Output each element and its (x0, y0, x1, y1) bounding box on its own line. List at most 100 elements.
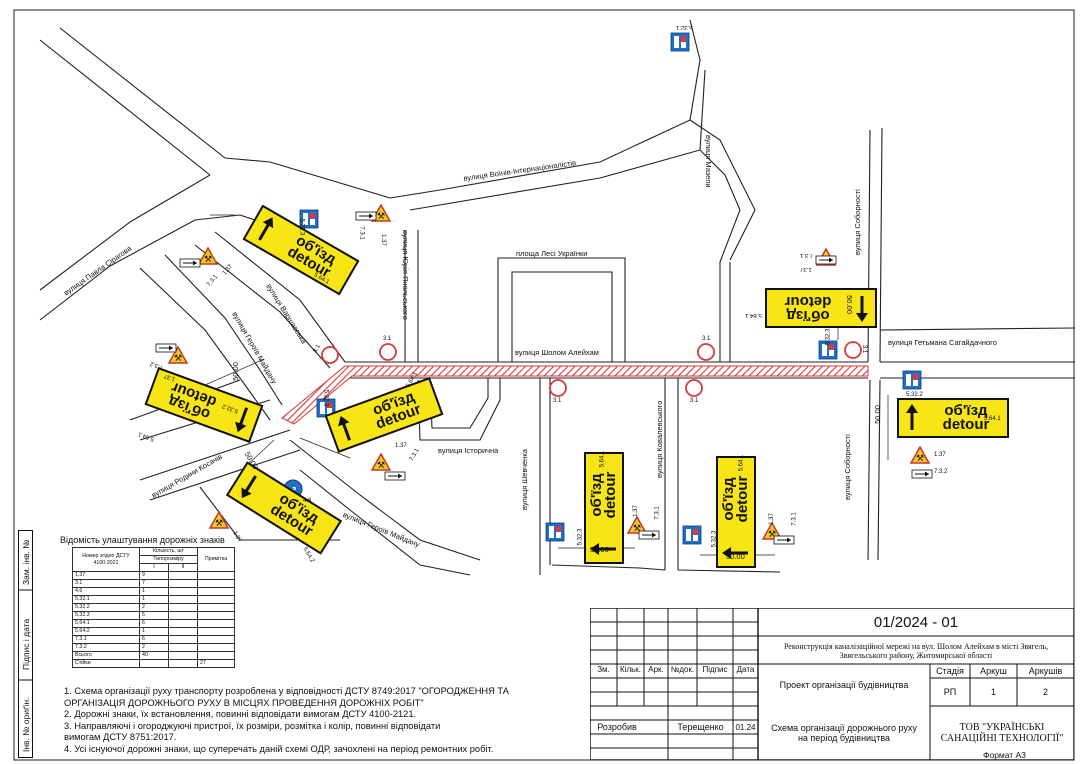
sidebar-dividers (18, 589, 33, 681)
street-lesi: площа Лесі Українки (516, 249, 588, 258)
sign-code: 5.64.1 (599, 450, 606, 468)
sign-code: 1.37 (379, 234, 386, 246)
sign-table-cell (168, 659, 198, 668)
note-line: 2. Дорожні знаки, їх встановлення, повин… (64, 709, 417, 719)
sign-table-cell: 5.32.1 (72, 595, 140, 604)
sign-code: 5.32.2 (906, 392, 923, 398)
sign-table-cell (168, 627, 198, 636)
sign-table-cell (197, 611, 235, 620)
detour-label-en: detour (734, 475, 751, 523)
sign-code: 3.1 (553, 398, 562, 404)
sidebar-zam: Зам. інв. № (21, 539, 31, 585)
sign-table-cell: 27 (197, 659, 235, 668)
sidebar-signed: Підпис і дата (21, 618, 31, 670)
sign-code: 1.37 (395, 443, 407, 449)
sign-table-cell: 6 (139, 635, 169, 644)
sign-code: 5.32.3 (298, 218, 305, 236)
sign-code: 1.37 (768, 513, 775, 525)
note-line: 1. Схема організації руху транспорту роз… (64, 686, 509, 696)
sign-table-cell (197, 619, 235, 628)
sign-table-cell: 3.1 (72, 579, 140, 588)
sign-code: 3.1 (861, 344, 868, 354)
col-pidpys: Підпис (702, 664, 728, 674)
street-soborn-top: вулиця Соборності (853, 189, 862, 255)
arrow-up-icon (327, 408, 364, 451)
sign-code: 3.1 (690, 398, 699, 404)
sign-code: 3.1 (702, 336, 711, 342)
developer-name: Терещенко (677, 722, 724, 732)
sign-table-cell (197, 587, 235, 596)
sign-code: 1.37 (934, 452, 946, 458)
sign-table-cell: 7.3.1 (72, 635, 140, 644)
company-name: ТОВ "УКРАЇНСЬКІ САНАЦІЙНІ ТЕХНОЛОГІЇ" (940, 722, 1064, 744)
detour-label-en: detour (942, 416, 990, 433)
project-type: Проект організації будівництва (779, 680, 909, 690)
sign-code: 7.3.1 (791, 512, 798, 526)
notes: 1. Схема організації руху транспорту роз… (64, 686, 564, 755)
detour-label-ua: об'їзд (786, 307, 830, 324)
col-data: Дата (736, 664, 755, 674)
sign-table-cell (139, 659, 169, 668)
sign-table-cell (168, 651, 198, 660)
developed-label: Розробив (597, 722, 637, 732)
sidebar-inv: Інв. № ориґін. (21, 697, 31, 752)
drawing-name: Схема організації дорожнього руху на пер… (771, 723, 917, 743)
sign-table-cell: 1 (139, 627, 169, 636)
sign-table-cell: 1 (139, 587, 169, 596)
sign-code: 1.37 (800, 266, 812, 272)
sign-code: 5.32.3 (577, 528, 584, 546)
street-soborn-low: вулиця Соборності (843, 434, 852, 500)
dimension-label: 50.00 (230, 362, 240, 381)
sign-code: 4.6 (303, 498, 312, 504)
dimension-label: 50.00 (872, 405, 882, 424)
arrow-up-icon (245, 207, 286, 251)
sign-code: 5.32.3 (711, 530, 718, 548)
sheet-format: Формат А3 (983, 750, 1026, 760)
arrow-up-icon (899, 400, 925, 436)
sign-table-cell: 5 (139, 611, 169, 620)
sign-code: 5.32.3 (825, 328, 832, 346)
stage-header: Стадія (936, 666, 964, 676)
street-kovalevskoho: вулиця Ковалевського (655, 400, 664, 478)
sign-table-cell: 1 (139, 595, 169, 604)
sign-code: 5.64.1 (738, 454, 745, 472)
sign-table-cell (168, 579, 198, 588)
sign-table-cell: 6 (139, 619, 169, 628)
sign-table-cell: 1.37 (72, 571, 140, 580)
sheet-header: Аркуш (980, 666, 1007, 676)
sheets-value: 2 (1042, 687, 1048, 697)
arrow-up-icon (849, 290, 875, 326)
sign-table-cell: 5.64.2 (72, 627, 140, 636)
col-ark: Арк. (648, 664, 664, 674)
sign-table-cell (168, 643, 198, 652)
sign-table-header-I: I (139, 563, 169, 572)
sheet-value: 1 (990, 687, 996, 697)
project-description: Реконструкція каналізаційної мережі на в… (783, 642, 1049, 660)
detour-label-en: detour (784, 293, 832, 310)
sign-table-cell: Всього (72, 651, 140, 660)
sign-code: 7.3.1 (358, 226, 365, 240)
sign-table-cell (197, 643, 235, 652)
sign-table-cell: 4.6 (72, 587, 140, 596)
note-line: 4. Усі існуючої дорожні знаки, що супере… (64, 743, 494, 754)
arrow-down-icon (229, 464, 270, 508)
sign-table-cell (168, 603, 198, 612)
arrow-up-icon (718, 540, 754, 566)
sign-table-cell: 9 (139, 571, 169, 580)
sign-code: 1.37 (632, 505, 639, 517)
sign-code: 5.64.1 (984, 416, 1001, 422)
sign-code: 3.1 (383, 336, 392, 342)
street-sholom: вулиця Шолом Алейхам (515, 348, 599, 357)
